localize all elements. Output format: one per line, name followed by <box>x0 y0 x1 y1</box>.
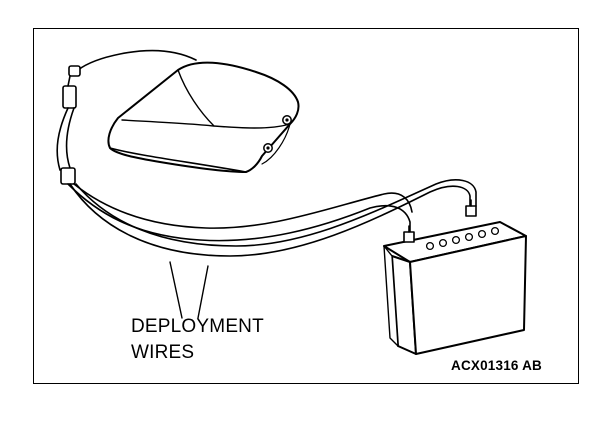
callout-line-1: DEPLOYMENT <box>131 316 264 337</box>
callout-line-2: WIRES <box>131 342 195 363</box>
battery-icon <box>383 199 527 355</box>
callout-leader <box>169 261 209 319</box>
figure-id: ACX01316 AB <box>451 358 542 373</box>
airbag-module-icon <box>107 61 300 173</box>
deployment-wires <box>56 49 477 257</box>
deployment-wires-label: DEPLOYMENT WIRES <box>131 314 264 366</box>
figure-frame <box>33 28 579 384</box>
